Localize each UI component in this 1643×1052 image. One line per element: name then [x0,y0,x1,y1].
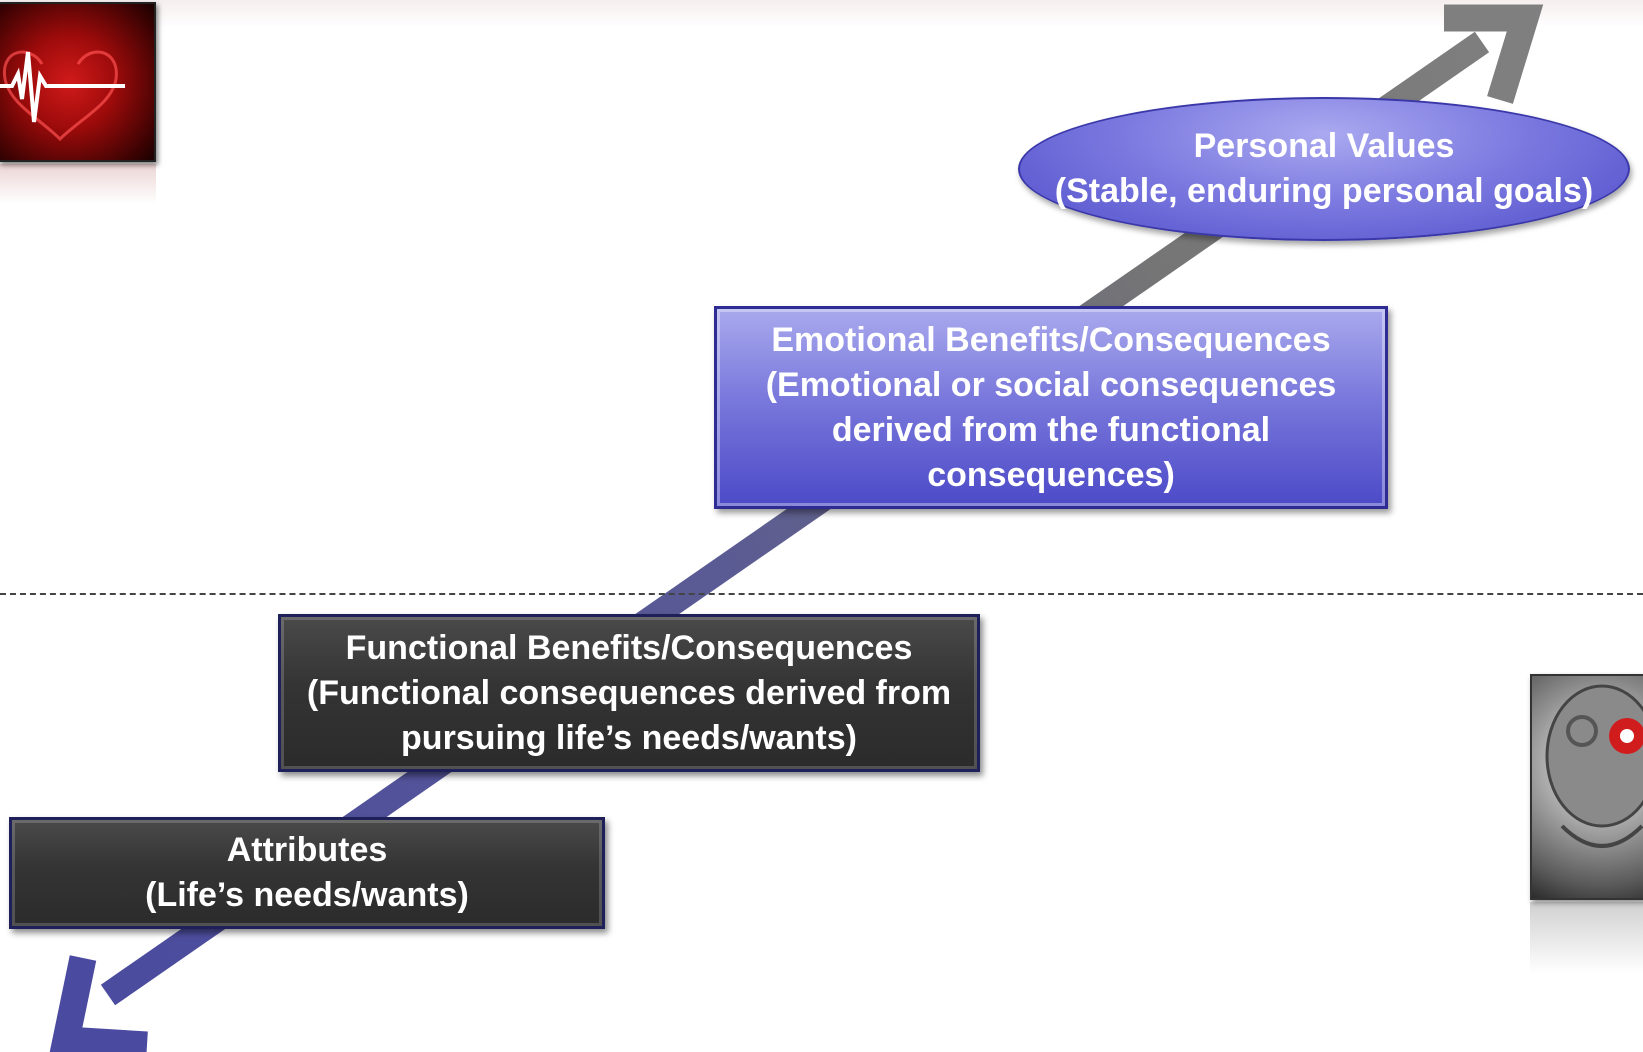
emotional-benefits-node: Emotional Benefits/Consequences (Emotion… [714,306,1388,509]
functional-desc-line1: (Functional consequences derived from [306,673,952,712]
emotional-desc-line1: (Emotional or social consequences [765,365,1337,404]
functional-desc-line2: pursuing life’s needs/wants) [401,718,857,757]
head-gear-icon [1545,684,1643,848]
attributes-title: Attributes [226,831,388,869]
gear-head-image [1530,674,1643,900]
heartbeat-line-icon [0,50,125,142]
emotional-title: Emotional Benefits/Consequences [771,320,1331,359]
dashed-divider [0,593,1643,595]
arrow-head-bottom [49,955,148,1052]
top-gradient-band [0,0,1643,28]
functional-benefits-node: Functional Benefits/Consequences (Functi… [278,614,980,772]
arrow-head-top [1444,4,1544,104]
attributes-desc: (Life’s needs/wants) [145,876,469,914]
gear-head-image-reflection [1530,902,1643,974]
heartbeat-image [0,2,156,162]
personal-values-desc: (Stable, enduring personal goals) [1054,172,1594,210]
attributes-node: Attributes (Life’s needs/wants) [9,817,605,929]
emotional-desc-line3: consequences) [927,455,1175,494]
personal-values-title: Personal Values [1193,127,1455,165]
personal-values-node: Personal Values (Stable, enduring person… [1018,97,1630,241]
emotional-desc-line2: derived from the functional [831,410,1271,449]
functional-title: Functional Benefits/Consequences [345,628,913,667]
heartbeat-image-reflection [0,164,156,204]
